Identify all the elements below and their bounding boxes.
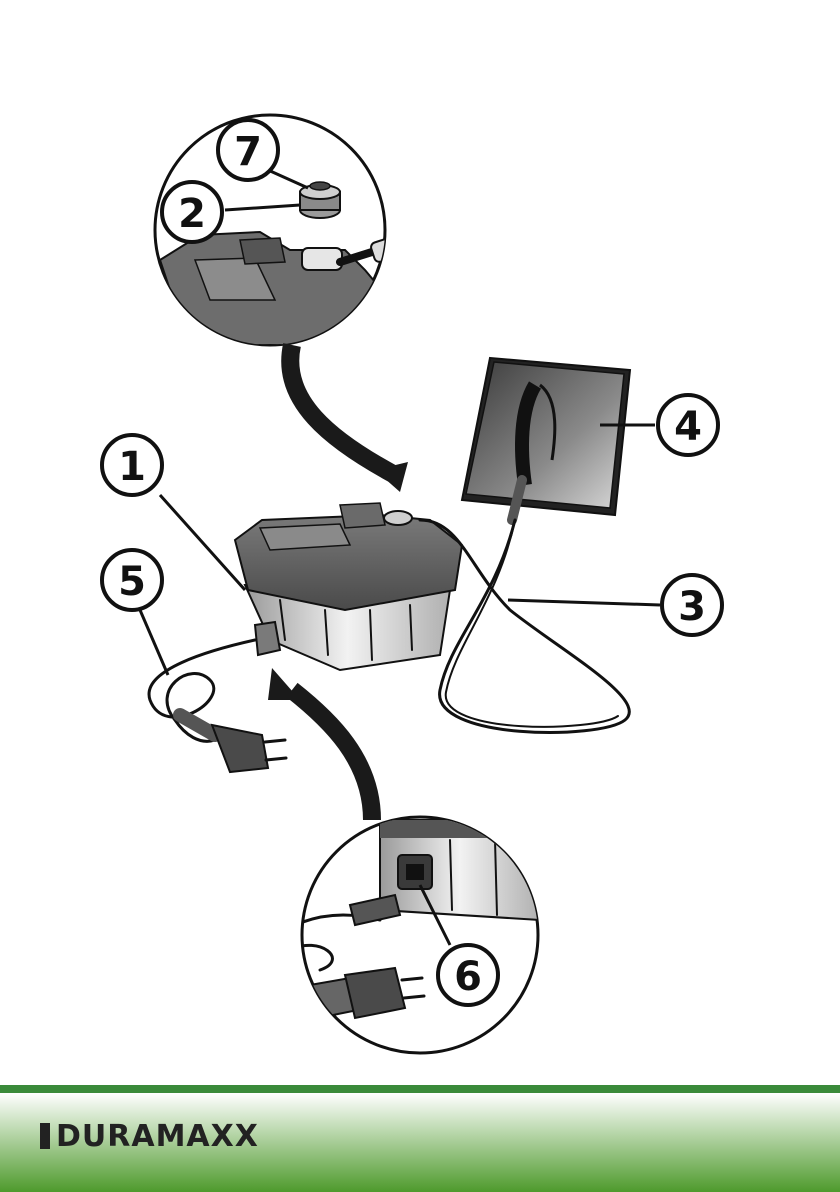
callout-2-label: 2 <box>178 191 206 237</box>
callout-1: 1 <box>102 435 162 495</box>
callout-5-label: 5 <box>118 559 146 605</box>
bottom-connector-arrow <box>268 668 300 700</box>
product-parts-diagram: 1 2 3 4 5 6 7 <box>0 0 840 1085</box>
callout-4-label: 4 <box>674 404 702 450</box>
bottom-connector-ribbon <box>292 690 372 820</box>
callout-1-label: 1 <box>118 444 146 490</box>
callout-6-label: 6 <box>454 954 482 1000</box>
callout-3-label: 3 <box>678 584 706 630</box>
brand-mark <box>40 1123 50 1149</box>
callout-7: 7 <box>218 120 278 180</box>
brand-name: DURAMAXX <box>56 1119 259 1154</box>
leader-1 <box>160 495 245 590</box>
footer-top-line <box>0 1085 840 1093</box>
solar-panel <box>462 358 630 520</box>
bottom-detail-inset <box>290 817 540 1053</box>
brand-logo: DURAMAXX <box>40 1116 259 1156</box>
callout-2: 2 <box>162 182 222 242</box>
power-cord <box>149 640 286 772</box>
leader-5 <box>140 610 168 675</box>
top-connector-ribbon <box>290 345 395 475</box>
pump-unit <box>235 503 462 670</box>
callout-6: 6 <box>438 945 498 1005</box>
callout-5: 5 <box>102 550 162 610</box>
callout-4: 4 <box>658 395 718 455</box>
leader-3 <box>508 600 660 605</box>
callout-3: 3 <box>662 575 722 635</box>
callout-7-label: 7 <box>234 129 262 175</box>
